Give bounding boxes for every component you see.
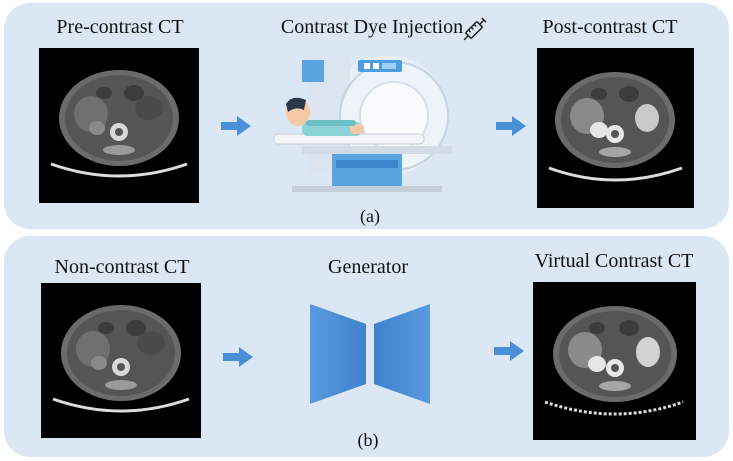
pre-contrast-label: Pre-contrast CT: [56, 16, 184, 38]
contrast-injection-label: Contrast Dye Injection: [280, 16, 464, 38]
syringe-icon: [456, 12, 492, 48]
non-contrast-ct-image: [41, 283, 201, 438]
post-contrast-label: Post-contrast CT: [542, 16, 678, 38]
virtual-contrast-label: Virtual Contrast CT: [534, 250, 694, 272]
right-arrow-icon: [494, 340, 524, 362]
non-contrast-label: Non-contrast CT: [54, 256, 190, 278]
generator-label: Generator: [328, 256, 408, 278]
panel-a-caption: (a): [360, 206, 380, 226]
panel-b-caption: (b): [357, 430, 379, 450]
virtual-contrast-ct-image: [533, 282, 696, 440]
post-contrast-ct-image: [537, 48, 694, 208]
right-arrow-icon: [221, 115, 251, 137]
generator-network-shape: [310, 304, 430, 404]
right-arrow-icon: [223, 346, 253, 368]
pre-contrast-ct-image: [39, 48, 199, 203]
ct-scanner-illustration: [262, 50, 488, 195]
right-arrow-icon: [496, 115, 526, 137]
